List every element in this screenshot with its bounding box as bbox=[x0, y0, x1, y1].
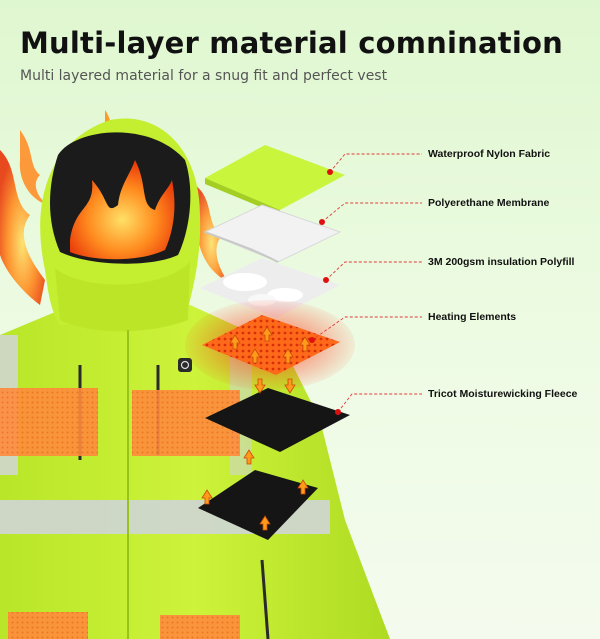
jacket bbox=[0, 118, 390, 639]
page-title: Multi-layer material comnination bbox=[20, 26, 563, 60]
layer-waterproof-nylon bbox=[205, 145, 345, 215]
layer-tricot-fleece bbox=[205, 388, 350, 452]
label-heating-elements: Heating Elements bbox=[428, 311, 517, 323]
page-subtitle: Multi layered material for a snug fit an… bbox=[20, 68, 388, 84]
label-insulation-polyfill: 3M 200gsm insulation Polyfill bbox=[428, 256, 575, 268]
callout-dots bbox=[309, 169, 341, 415]
power-button-icon[interactable] bbox=[178, 358, 192, 372]
layer-heating-elements bbox=[185, 300, 355, 390]
label-waterproof-nylon: Waterproof Nylon Fabric bbox=[428, 148, 551, 160]
layer-inner-lining bbox=[198, 470, 318, 540]
layer-insulation-polyfill bbox=[200, 258, 340, 318]
heat-arrow-icon bbox=[201, 326, 311, 531]
label-polyurethane-membrane: Polyerethane Membrane bbox=[428, 197, 550, 209]
layer-polyurethane-membrane bbox=[203, 204, 342, 263]
layer-callouts bbox=[311, 153, 422, 413]
label-tricot-fleece: Tricot Moisturewicking Fleece bbox=[428, 388, 578, 400]
